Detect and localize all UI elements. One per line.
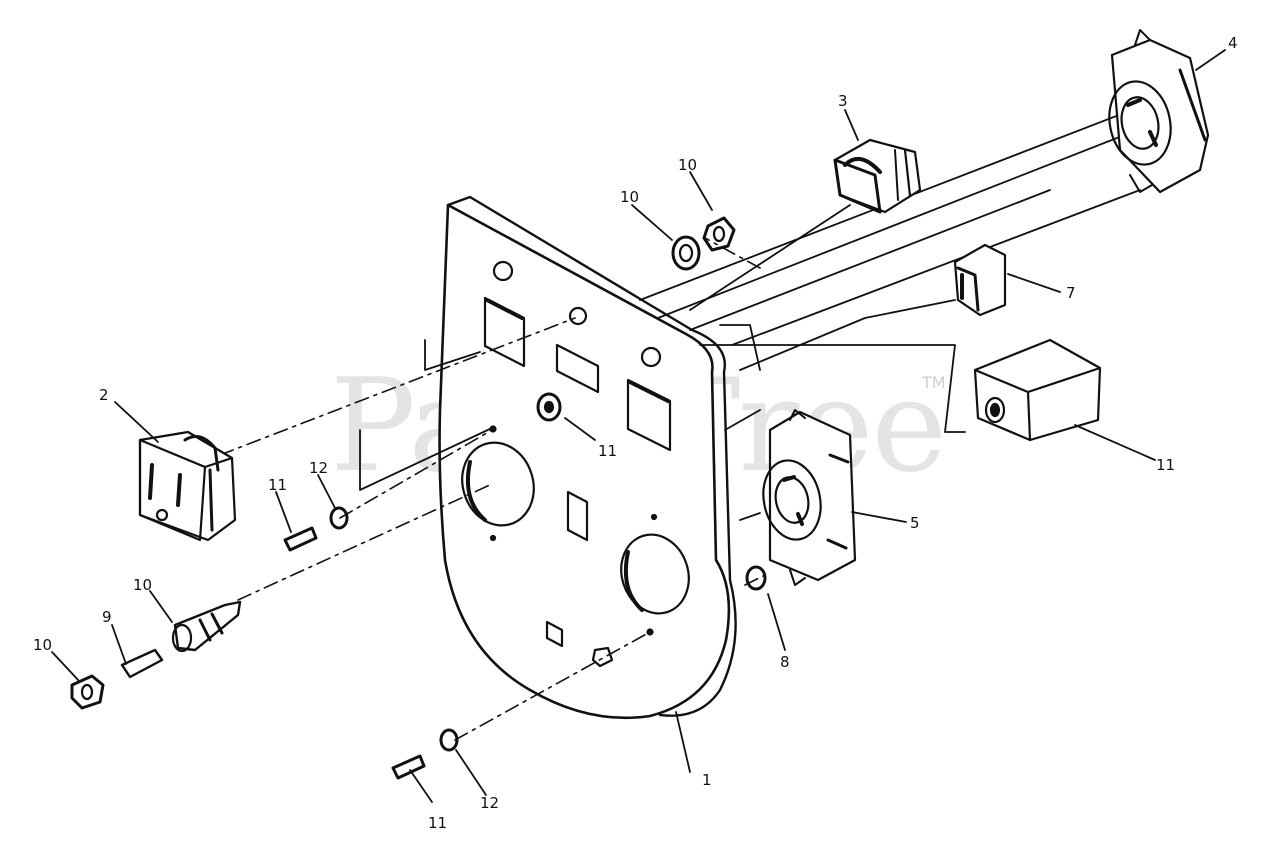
switch-part-3[interactable]: [833, 138, 922, 214]
fuse-part-9: [120, 648, 164, 679]
callout-5: 5: [910, 514, 920, 532]
callout-10-washer: 10: [620, 188, 639, 206]
washer-part-11-mid: [536, 392, 562, 422]
washer-part-12-lower: [439, 728, 459, 752]
washer-part-12-upper: [329, 506, 349, 530]
callout-12-upper: 12: [309, 459, 328, 477]
callout-10-fuseholder: 10: [133, 576, 152, 594]
centerlines: [219, 237, 766, 741]
callout-10-cap: 10: [33, 636, 52, 654]
callout-11-screw-upper: 11: [268, 476, 287, 494]
callout-3: 3: [838, 92, 848, 110]
callout-11-breaker: 11: [1156, 456, 1175, 474]
nut-part-10-hex: [702, 216, 736, 252]
control-panel-part-1[interactable]: [438, 195, 737, 720]
twistlock-receptacle-part-4[interactable]: [1102, 29, 1210, 194]
circuit-breaker-part-11[interactable]: [973, 338, 1102, 442]
receptacle-part-5[interactable]: [756, 409, 857, 586]
callout-labels: 1 2 3 4 5 7 8 9 10 10 10 10 11 11 11 11 …: [33, 34, 1238, 832]
callout-2: 2: [99, 386, 109, 404]
watermark-trademark: TM: [921, 373, 946, 392]
rocker-switch-part-7[interactable]: [953, 243, 1007, 317]
callout-4: 4: [1228, 34, 1238, 52]
nut-part-10-upper: [671, 235, 701, 271]
screw-part-11-upper: [283, 526, 318, 552]
cap-part-10: [70, 674, 105, 710]
callout-leaders: [51, 49, 1226, 803]
callout-8: 8: [780, 653, 790, 671]
washer-part-8: [745, 565, 767, 591]
hardware: [70, 216, 767, 780]
screw-part-11-lower: [391, 754, 426, 780]
callout-9: 9: [102, 608, 112, 626]
callout-10-nut: 10: [678, 156, 697, 174]
callout-11-screw-lower: 11: [428, 814, 447, 832]
receptacle-part-2[interactable]: [138, 430, 237, 542]
callout-11-mid: 11: [598, 442, 617, 460]
callout-1: 1: [702, 771, 712, 789]
callout-7: 7: [1066, 284, 1076, 302]
callout-12-lower: 12: [480, 794, 499, 812]
